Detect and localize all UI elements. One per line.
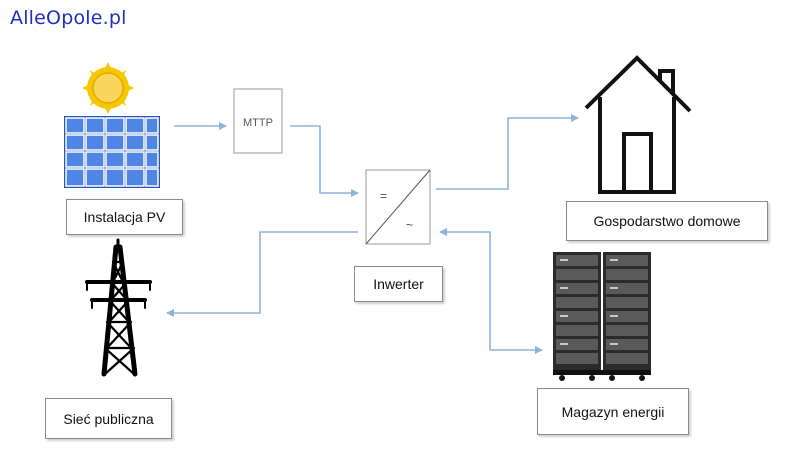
house-icon	[584, 55, 692, 194]
mttp-box: MTTP	[233, 88, 283, 154]
inverter-box: = ~	[365, 169, 431, 245]
arrow-inverter-to-storage	[489, 313, 543, 354]
storage-label: Magazyn energii	[537, 388, 689, 435]
arrow-inverter-to-grid	[166, 231, 358, 317]
watermark-logo: AlleOpole.pl	[10, 7, 127, 29]
arrow-inverter-to-home	[436, 114, 579, 190]
mttp-label: MTTP	[243, 117, 273, 129]
battery-rack-icon	[553, 252, 651, 381]
arrow-storage-to-inverter	[439, 228, 491, 313]
dc-symbol: =	[380, 189, 387, 203]
ac-symbol: ~	[406, 218, 413, 232]
pv-label: Instalacja PV	[66, 199, 183, 235]
solar-panel-icon	[64, 62, 160, 188]
grid-label: Sieć publiczna	[45, 398, 172, 439]
home-label: Gospodarstwo domowe	[566, 201, 768, 241]
inverter-label: Inwerter	[354, 266, 443, 302]
arrow-mttp-to-inverter	[290, 125, 359, 197]
sun-icon	[82, 62, 134, 114]
power-pylon-icon	[85, 238, 152, 377]
